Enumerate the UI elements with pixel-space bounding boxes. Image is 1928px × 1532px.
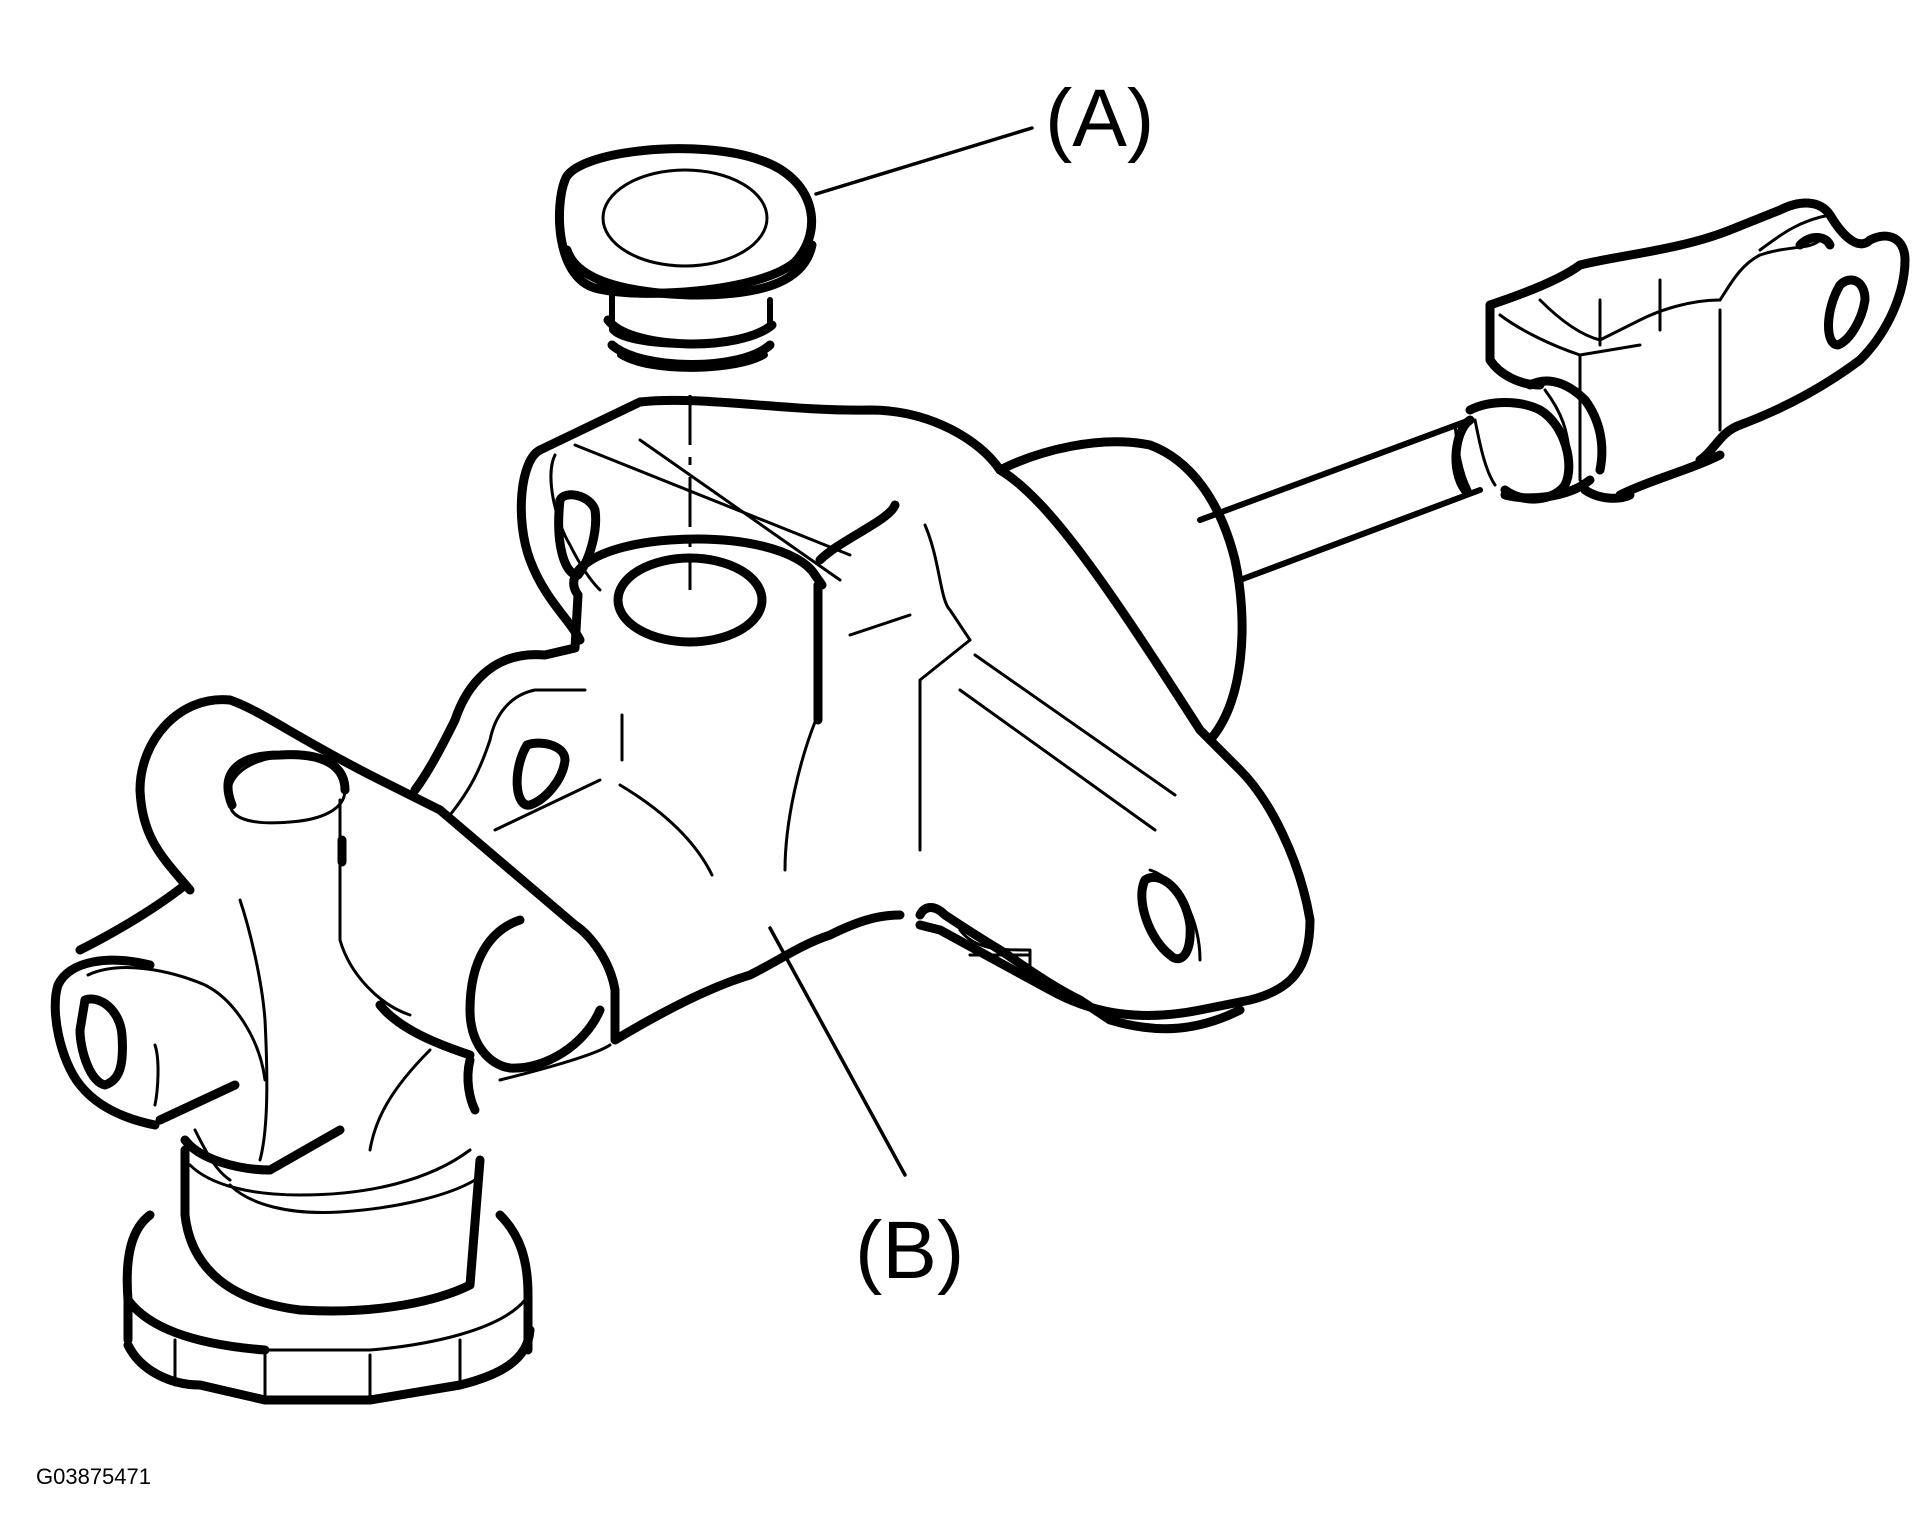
callout-b-leader [768,926,907,1177]
callout-a-label: (A) [1045,73,1154,164]
callout-b-label: (B) [855,1205,964,1296]
part-b-master-cylinder [50,395,1315,1405]
part-a-grommet [554,144,817,372]
figure-id: G03875471 [36,1464,151,1489]
push-rod-and-clevis [1197,198,1910,583]
callout-a-leader [814,126,1034,196]
